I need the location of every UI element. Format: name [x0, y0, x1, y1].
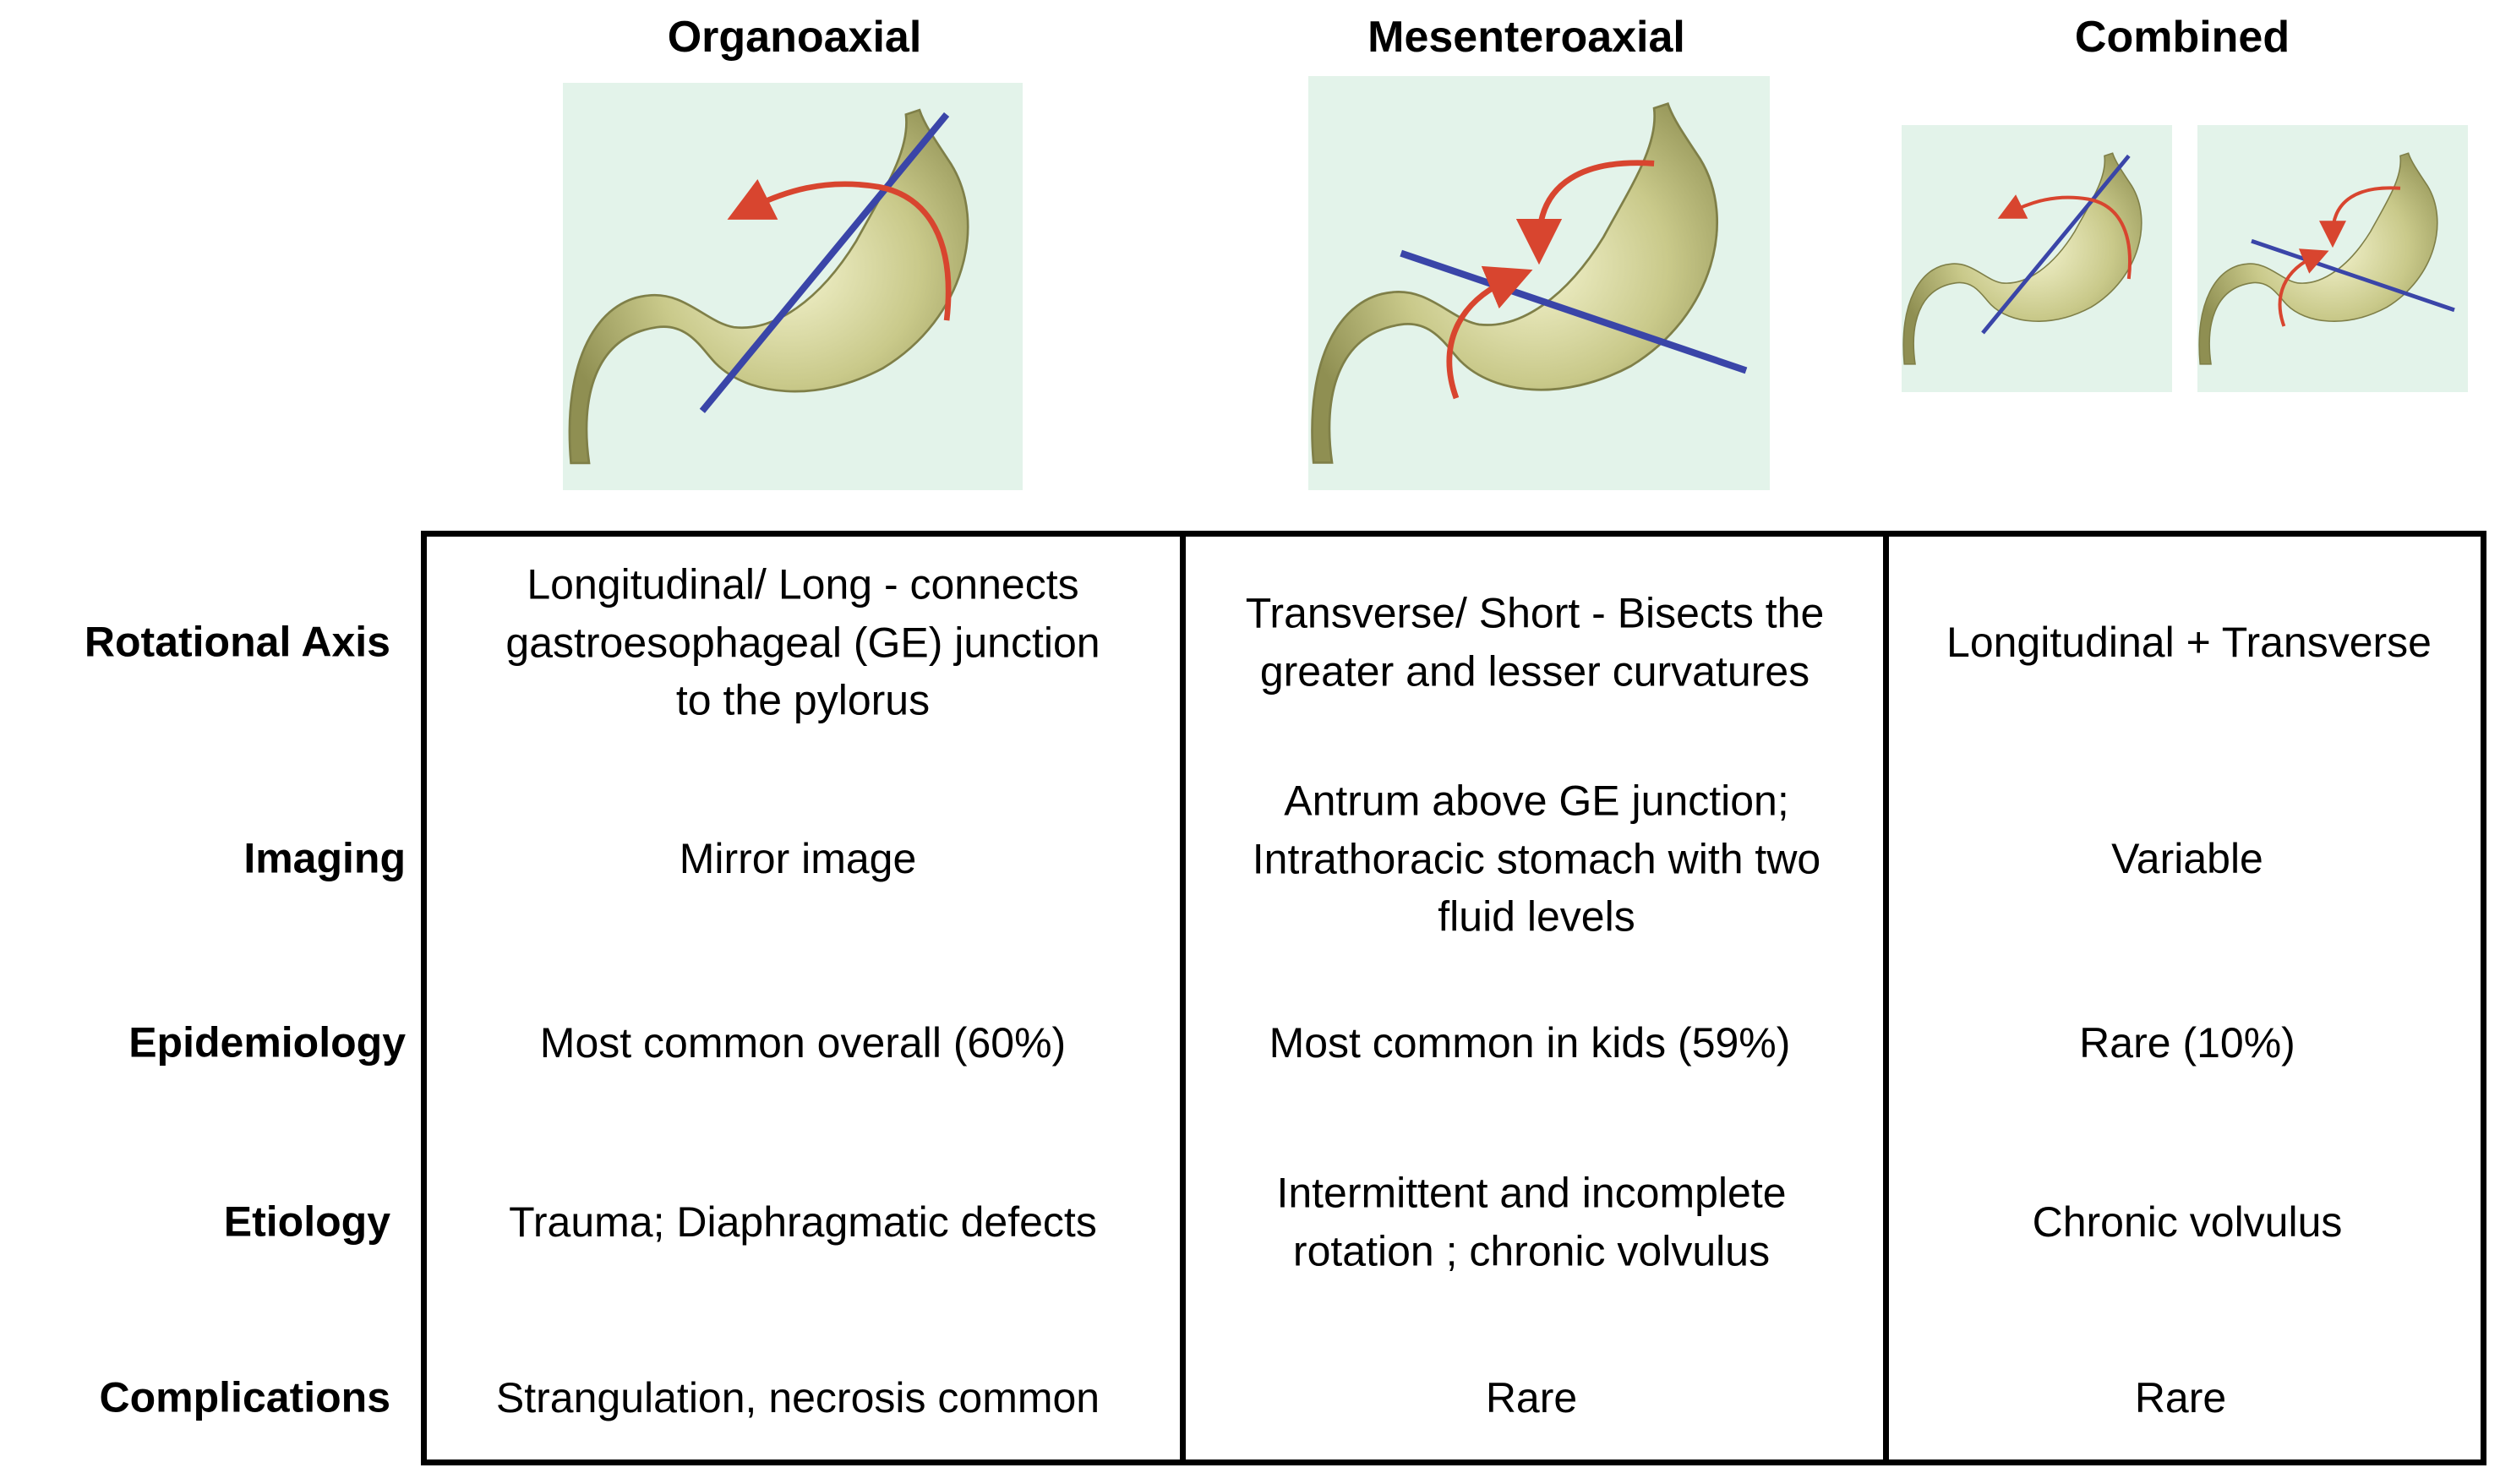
mesenteroaxial-stomach-image [1311, 101, 1748, 464]
organoaxial-stomach-image [568, 108, 969, 465]
row-label-imaging: Imaging [243, 834, 406, 882]
cell-complications-mesenteroaxial: Rare [1485, 1373, 1578, 1421]
column-title-organoaxial: Organoaxial [667, 13, 922, 62]
row-label-epidemiology: Epidemiology [128, 1018, 406, 1067]
column-divider-1 [1180, 531, 1186, 1465]
combined-illustration-mesenteroaxial [2197, 125, 2468, 392]
column-title-combined: Combined [2074, 13, 2290, 62]
cell-imaging-mesenteroaxial: Antrum above GE junction; Intrathoracic … [1252, 777, 1821, 941]
cell-epidemiology-combined: Rare (10%) [2079, 1018, 2295, 1067]
row-label-complications: Complications [99, 1373, 390, 1421]
cell-complications-organoaxial: Strangulation, necrosis common [495, 1373, 1100, 1421]
cell-complications-combined: Rare [2134, 1373, 2227, 1421]
combined-stomach-image-2 [2198, 152, 2455, 365]
cell-etiology-organoaxial: Trauma; Diaphragmatic defects [509, 1198, 1097, 1246]
cell-imaging-organoaxial: Mirror image [679, 834, 917, 882]
mesenteroaxial-illustration [1308, 76, 1770, 490]
combined-illustration-organoaxial [1902, 125, 2172, 392]
cell-rotational-axis-organoaxial: Longitudinal/ Long - connects gastroesop… [505, 560, 1100, 724]
organoaxial-illustration [563, 83, 1023, 490]
row-label-rotational-axis: Rotational Axis [84, 618, 390, 666]
column-divider-2 [1883, 531, 1889, 1465]
cell-rotational-axis-combined: Longitudinal + Transverse [1946, 618, 2432, 666]
cell-rotational-axis-mesenteroaxial: Transverse/ Short - Bisects the greater … [1245, 589, 1825, 696]
cell-imaging-combined: Variable [2111, 834, 2263, 882]
column-title-mesenteroaxial: Mesenteroaxial [1367, 13, 1685, 62]
row-label-etiology: Etiology [223, 1198, 390, 1246]
cell-epidemiology-mesenteroaxial: Most common in kids (59%) [1269, 1018, 1791, 1067]
cell-etiology-combined: Chronic volvulus [2032, 1198, 2343, 1246]
combined-stomach-image-1 [1902, 152, 2142, 365]
cell-etiology-mesenteroaxial: Intermittent and incomplete rotation ; c… [1276, 1169, 1787, 1275]
comparison-table [421, 531, 2486, 1465]
cell-epidemiology-organoaxial: Most common overall (60%) [539, 1018, 1067, 1067]
